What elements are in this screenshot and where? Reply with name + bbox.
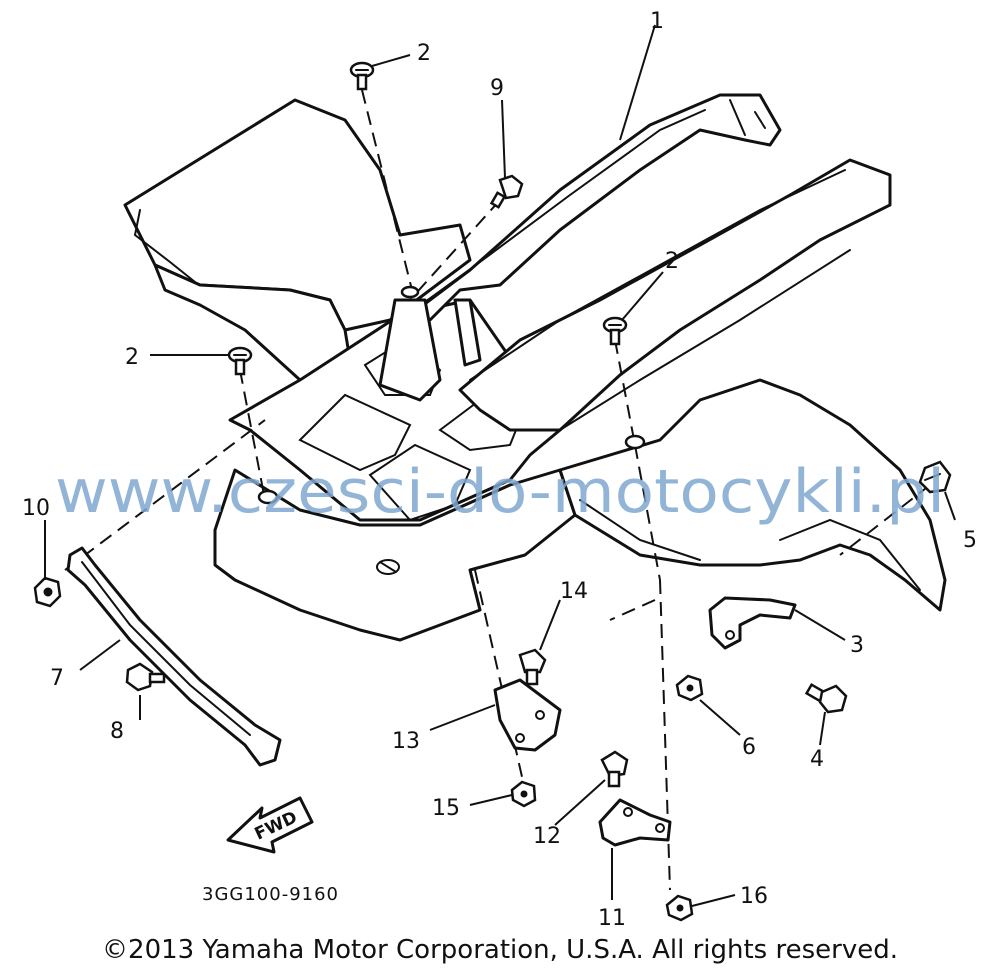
bolt-icon [918,460,952,494]
drawing-code: 3GG100-9160 [202,884,339,905]
callout-2: 2 [665,249,679,274]
callout-2: 2 [125,345,139,370]
brackets [66,546,797,847]
hardware [33,61,952,922]
bracket-3 [708,596,797,650]
stay-bracket [66,546,282,767]
callouts: 1 2 9 2 2 5 10 7 8 3 4 6 14 13 15 12 11 … [22,9,977,931]
assembly-lines [64,89,931,891]
callout-10: 10 [22,496,50,521]
copyright-notice: ©2013 Yamaha Motor Corporation, U.S.A. A… [102,935,898,965]
callout-13: 13 [392,729,420,754]
callout-6: 6 [742,735,756,760]
bolt-icon [125,662,166,692]
watermark-text: www.czesci-do-motocykli.pl [55,457,945,527]
callout-14: 14 [560,579,588,604]
grommet-icon [257,489,279,505]
grommet-icon [400,285,420,299]
callout-7: 7 [50,666,64,691]
callout-9: 9 [490,76,504,101]
callout-16: 16 [740,884,768,909]
bolt-icon [489,174,524,209]
callout-15: 15 [432,796,460,821]
callout-5: 5 [963,528,977,553]
nut-icon [510,780,537,808]
screw-icon [349,61,375,91]
callout-11: 11 [598,906,626,931]
bolt-icon [518,648,547,686]
bolt-icon [600,750,629,788]
screw-icon [602,316,628,346]
callout-4: 4 [810,747,824,772]
callout-2: 2 [417,41,431,66]
callout-1: 1 [650,9,664,34]
bracket-11 [598,798,672,847]
leader-lines [44,24,956,907]
grommet-icon [624,434,646,450]
callout-3: 3 [850,633,864,658]
nut-icon [675,674,704,702]
bracket-13 [493,678,562,752]
callout-8: 8 [110,719,124,744]
screw-icon [227,346,253,376]
callout-12: 12 [533,824,561,849]
bolt-icon [804,682,848,714]
nut-icon [665,894,694,922]
fwd-arrow-icon: FWD [226,796,314,854]
rear-fender [123,93,947,642]
nut-icon [33,576,62,608]
